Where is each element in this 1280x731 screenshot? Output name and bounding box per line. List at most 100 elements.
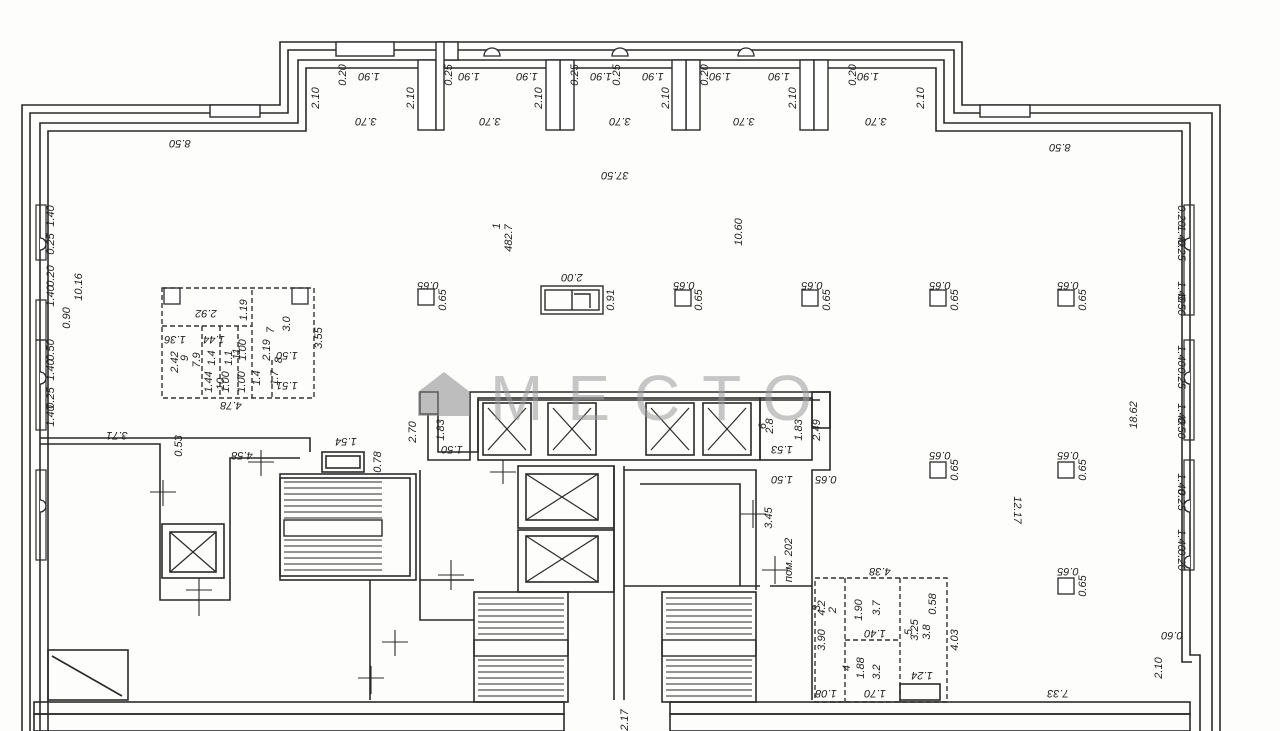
dimension-right-side-0: 0.20 [1175,205,1187,227]
dimension-right-side-7: 1.40 [1175,403,1187,425]
room-label-room-4: 4 [841,665,853,671]
dimension-wc-left-0: 2.92 [195,307,217,319]
room-label-room-7: 7 [265,326,277,333]
dimension-corner-widths-1: 8.50 [1048,141,1070,153]
dimension-bay-heights-3: 2.10 [660,86,672,109]
dimension-left-side-3: 1.40 [45,284,57,306]
room-label-room-9: 9 [179,355,191,361]
dimension-bay-heights-2: 2.10 [533,86,545,109]
dimension-wc-right-4: 3.25 [909,618,921,640]
dimension-core-2: 1.50 [440,443,462,455]
dimension-bay-heights-0: 2.10 [310,86,322,109]
dimension-top-window-widths-0: 1.90 [357,70,379,82]
room-label-room-8: 8 [273,356,285,363]
room-label-room-11: 11 [231,348,243,359]
dimension-bay-heights-4: 2.10 [787,86,799,109]
dimension-shaft-0: 2.00 [560,271,583,283]
dimension-right-side-1: 1.40 [1175,225,1187,247]
dimension-core-5: 1.83 [793,418,805,440]
dimension-wc-right-6: 1.70 [863,687,885,699]
dimension-wc-left-16: 1.4 [206,350,218,365]
dimension-wc-right-2: 1.90 [853,598,865,620]
window-piers [209,41,1031,131]
dimension-top-window-widths-6: 1.90 [767,70,789,82]
dimension-top-window-widths-3: 1.90 [589,70,611,82]
dimension-right-side-13: 0.60 [1160,629,1182,641]
dimension-wc-right-8: 1.08 [814,687,836,699]
dimension-top-window-widths-4: 1.90 [641,70,663,82]
dimension-right-side-4: 0.50 [1175,294,1187,316]
dimension-bottom-1: 2.10 [1153,656,1165,679]
dimension-wc-right-12: 3.8 [921,623,933,639]
dimension-lobby-2: 4.58 [230,449,252,461]
dimension-left-side-8: 1.40 [45,404,57,426]
dimension-right-side-12: 0.20 [1175,549,1187,571]
dimension-wc-left-18: 1.4 [251,370,263,385]
vent-shaft [540,285,604,315]
dimension-bottom-0: 7.33 [1046,687,1068,699]
dimension-wc-left-15: 7.9 [191,352,203,367]
dimension-wc-right-1: 3.90 [816,628,828,650]
lift-crosses [169,407,747,583]
dimension-wc-left-19: 1.7 [269,369,281,385]
dimension-bay-heights-1: 2.10 [405,86,417,109]
dimension-columns-15: 0.65 [1077,574,1089,596]
dimension-core-3: 2.49 [811,419,823,441]
dimension-right-side-11: 1.40 [1175,529,1187,551]
watermark: МЕСТО [418,362,812,434]
dimension-right-side-3: 1.40 [1175,281,1187,303]
dimension-bay-widths-0: 3.70 [354,115,376,127]
dimension-wc-left-13: 1.44 [203,371,215,392]
house-icon [418,372,470,416]
dimension-columns-14: 0.65 [1056,565,1078,577]
room-label-room-10: 10 [215,377,227,390]
dimension-columns-13: 0.65 [1077,458,1089,480]
dimension-left-side-0: 1.40 [45,204,57,226]
dimension-core-9: 3.45 [763,506,775,528]
dimension-wc-left-12: 1.00 [236,370,248,392]
dimension-wc-left-7: 1.50 [275,349,297,361]
dimension-columns-5: 0.65 [821,288,833,310]
dimension-left-side-4: 0.90 [61,306,73,328]
dimension-core-6: 2.8 [764,417,776,434]
dimension-columns-6: 0.65 [928,279,950,291]
dimension-top-window-widths-7: 1.90 [856,70,878,82]
columns [163,287,1075,595]
side-windows [35,204,1195,571]
dimension-core-8: 1.50 [770,473,792,485]
dimension-bay-widths-2: 3.70 [608,115,630,127]
dimension-wc-right-10: 4.2 [816,600,828,615]
dimension-left-side-5: 0.50 [45,338,57,360]
dimension-wc-left-2: 1.36 [163,333,185,345]
partition-marks [150,450,788,694]
dimension-right-side-8: 0.50 [1175,417,1187,439]
dimension-wc-right-0: 4.38 [868,565,890,577]
dimension-top-window-widths-1: 1.90 [457,70,479,82]
dimension-columns-0: 0.65 [416,279,438,291]
dimension-wc-left-3: 1.44 [203,333,224,345]
dimension-right-mid-0: 12.17 [1011,496,1023,524]
dimension-lobby-0: 3.71 [106,429,127,441]
dimension-wc-left-6: 2.19 [261,339,273,361]
dimension-lobby-3: 1.54 [335,435,356,447]
dimension-wc-right-3: 1.40 [863,627,885,639]
wc-block-left [161,287,315,399]
dimension-left-depth-0: 10.16 [73,272,85,300]
dimension-right-side-2: 0.25 [1175,239,1187,261]
dimension-wc-right-5: 1.88 [855,656,867,678]
dimension-top-pier-widths-1: 0.25 [443,63,455,85]
dimension-wc-left-4: 2.42 [169,351,181,373]
room-label-room-3: 3 [811,604,823,611]
dimension-wc-right-11: 3.7 [871,599,883,615]
dimension-columns-2: 0.65 [672,279,694,291]
dimension-right-side-9: 1.40 [1175,473,1187,495]
dimension-overall-depth-0: 10.60 [733,217,745,245]
dimension-top-window-widths-2: 1.90 [515,70,537,82]
dimension-wc-left-14: 1.00 [220,370,232,392]
dimension-columns-3: 0.65 [693,288,705,310]
dimension-columns-12: 0.65 [1056,449,1078,461]
dimension-right-depth-0: 18.62 [1128,401,1140,429]
dimension-core-1: 2.70 [407,420,419,443]
dimension-left-side-1: 0.25 [45,232,57,254]
